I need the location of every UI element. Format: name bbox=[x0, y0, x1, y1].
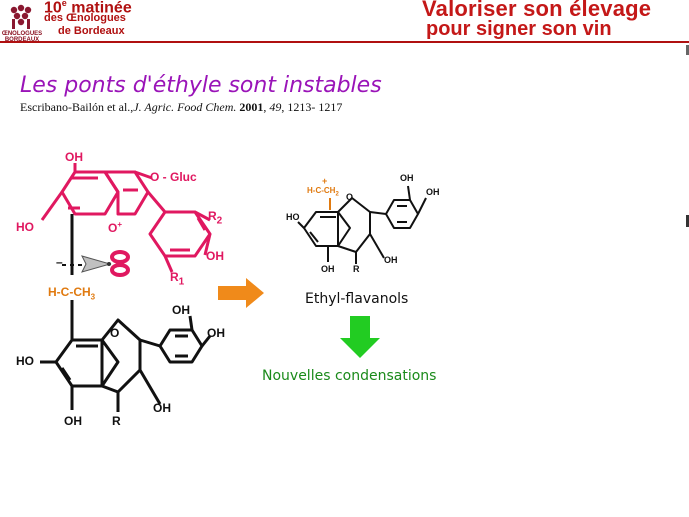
header-title-line-1: Valoriser son élevage bbox=[422, 0, 652, 21]
matinee-number: 10e matinée bbox=[44, 0, 132, 17]
scissors-icon bbox=[81, 250, 130, 277]
ethyl-flavanol-bridge-label: H-C-CH2 bbox=[307, 186, 339, 198]
anthocyanin-r2: R2 bbox=[208, 209, 223, 227]
anthocyanin-oh-top: OH bbox=[65, 150, 83, 164]
header-divider bbox=[0, 41, 689, 43]
matinee-line-2: des Œnologues bbox=[44, 12, 126, 24]
ethyl-flavanol-oh-bottom: OH bbox=[321, 264, 335, 274]
reference-citation: Escribano-Bailón et al.,J. Agric. Food C… bbox=[20, 100, 343, 114]
bridge-minus: – bbox=[56, 255, 63, 269]
flavanol-r: R bbox=[112, 414, 121, 428]
ethyl-flavanol-oh-top-2: OH bbox=[426, 187, 440, 197]
flavanol-o-ring: O bbox=[110, 326, 120, 340]
green-arrow-down-icon bbox=[340, 316, 380, 358]
ethyl-plus: + bbox=[322, 176, 328, 186]
anthocyanin-o-gluc: O - Gluc bbox=[150, 170, 197, 184]
anthocyanin-ho-left: HO bbox=[16, 220, 34, 234]
flavanol-oh-mid: OH bbox=[153, 401, 171, 415]
ethyl-flavanol-ho-left: HO bbox=[286, 212, 300, 222]
flavanol-bonds bbox=[40, 315, 212, 412]
slide-title: Les ponts d'éthyle sont instables bbox=[20, 73, 382, 98]
flavanol-oh-top-1: OH bbox=[172, 303, 190, 317]
ethyl-bridge-label: H-C-CH3 bbox=[48, 285, 96, 302]
logo-caption: ŒNOLOGUES BORDEAUX bbox=[1, 31, 43, 43]
header-title-line-2: pour signer son vin bbox=[426, 18, 612, 40]
orange-arrow-right-icon bbox=[218, 278, 264, 308]
flavanol-oh-bottom: OH bbox=[64, 414, 82, 428]
matinee-line-3: de Bordeaux bbox=[58, 25, 125, 37]
ethyl-flavanols-caption: Ethyl-flavanols bbox=[305, 291, 409, 307]
ethyl-flavanol-oh-mid: OH bbox=[384, 255, 398, 265]
ethyl-flavanol-oh-top-1: OH bbox=[400, 173, 414, 183]
flavanol-ho-left: HO bbox=[16, 354, 34, 368]
result-text: Nouvelles condensations bbox=[262, 368, 437, 384]
flavanol-oh-top-2: OH bbox=[207, 326, 225, 340]
anthocyanin-bonds bbox=[40, 163, 212, 273]
oenologues-logo-icon bbox=[10, 4, 32, 29]
edge-mark bbox=[686, 45, 689, 55]
anthocyanin-oh-right: OH bbox=[206, 249, 224, 263]
ethyl-flavanol-r: R bbox=[353, 264, 360, 274]
ethyl-flavanol-o-ring: O bbox=[346, 192, 354, 202]
edge-mark bbox=[686, 215, 689, 227]
anthocyanin-o-plus: O+ bbox=[108, 220, 123, 235]
anthocyanin-r1: R1 bbox=[170, 270, 185, 288]
